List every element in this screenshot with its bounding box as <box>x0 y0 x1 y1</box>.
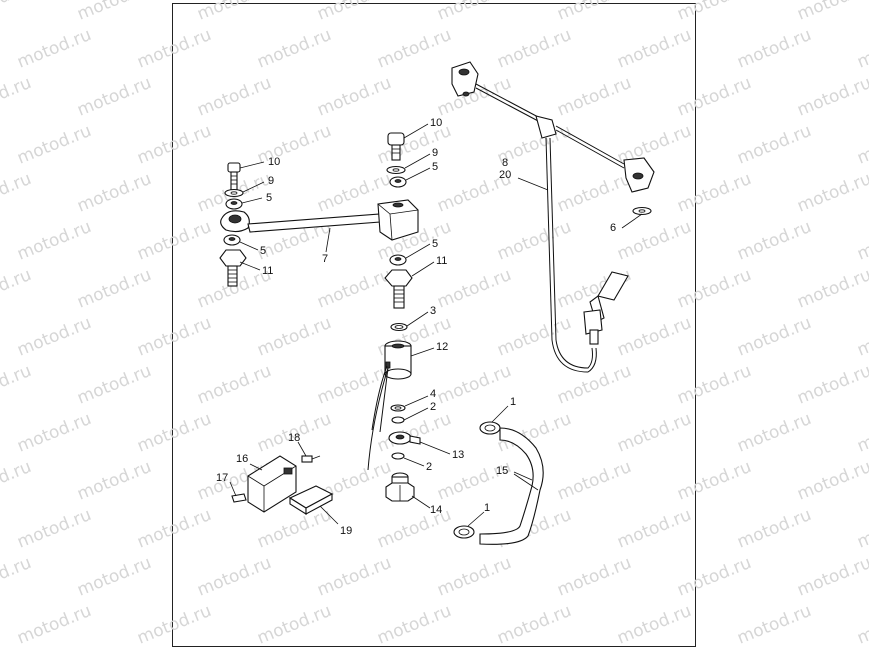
banjo-bolt <box>385 472 415 502</box>
brake-line <box>451 61 655 373</box>
nut-icon <box>389 254 407 266</box>
bolt-icon <box>387 132 405 161</box>
banjo-fitting <box>388 431 421 445</box>
washer-icon <box>632 206 652 216</box>
washer-icon <box>224 188 244 198</box>
callout-7: 7 <box>322 253 328 265</box>
brake-arm <box>220 199 419 241</box>
washer-icon <box>391 416 405 424</box>
bolt-icon <box>219 249 247 287</box>
callout-13: 13 <box>452 449 464 461</box>
callout-5: 5 <box>432 238 438 250</box>
bracket <box>583 271 629 345</box>
callout-3: 3 <box>430 305 436 317</box>
callout-9: 9 <box>268 175 274 187</box>
callout-11: 11 <box>262 265 273 277</box>
callout-2: 2 <box>430 401 436 413</box>
terminal-icon <box>231 493 247 503</box>
callout-11: 11 <box>436 255 447 267</box>
callout-12: 12 <box>436 341 448 353</box>
washer-icon <box>390 404 406 412</box>
callout-20: 20 <box>499 169 511 181</box>
washer-icon <box>386 165 406 175</box>
callout-5: 5 <box>266 192 272 204</box>
callout-labels: 10 9 5 5 11 7 10 9 5 5 11 3 12 4 2 13 2 … <box>216 117 616 537</box>
washer-icon <box>390 322 408 332</box>
callout-16: 16 <box>236 453 248 465</box>
callout-10: 10 <box>430 117 442 129</box>
switch-body <box>367 340 412 471</box>
callout-18: 18 <box>288 432 300 444</box>
diagram-frame <box>172 3 696 647</box>
callout-5: 5 <box>260 245 266 257</box>
nut-icon <box>389 176 407 188</box>
seal-icon <box>288 485 334 515</box>
bolt-icon <box>227 162 241 191</box>
callout-1: 1 <box>510 396 516 408</box>
nut-icon <box>225 198 243 210</box>
callout-19: 19 <box>340 525 352 537</box>
nut-icon <box>223 234 241 246</box>
callout-1: 1 <box>484 502 490 514</box>
callout-6: 6 <box>610 222 616 234</box>
callout-5: 5 <box>432 161 438 173</box>
callout-9: 9 <box>432 147 438 159</box>
hose-icon <box>479 427 544 545</box>
callout-10: 10 <box>268 156 280 168</box>
washer-icon <box>391 452 405 460</box>
callout-8: 8 <box>502 157 508 169</box>
callout-14: 14 <box>430 504 442 516</box>
pin-icon <box>301 455 321 463</box>
clamp-icon <box>479 421 501 435</box>
callout-4: 4 <box>430 388 436 400</box>
connector-icon <box>247 455 297 513</box>
callout-15: 15 <box>496 465 508 477</box>
leader-lines <box>229 123 643 527</box>
callout-2: 2 <box>426 461 432 473</box>
clamp-icon <box>453 525 475 539</box>
callout-17: 17 <box>216 472 228 484</box>
bolt-icon <box>384 269 413 309</box>
